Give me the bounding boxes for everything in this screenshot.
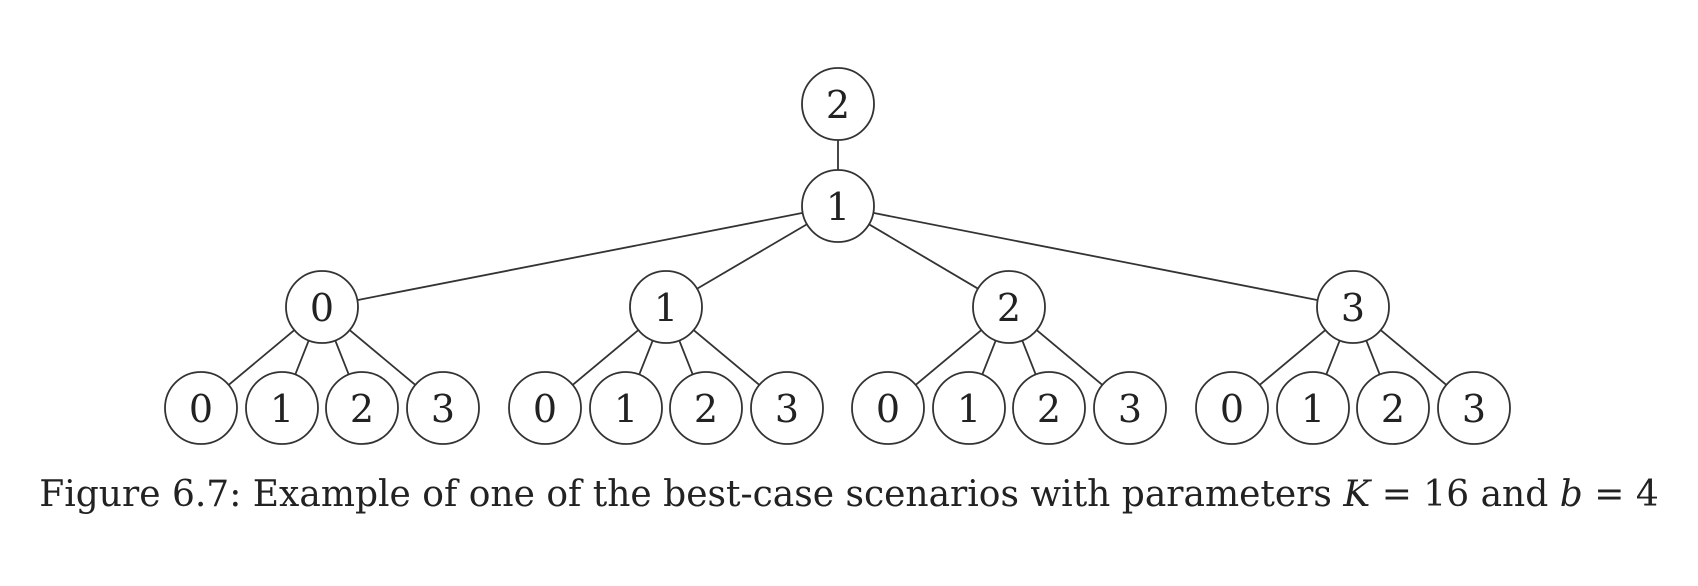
- leaf-node-2-0: 0: [851, 371, 925, 445]
- leaf-node-2-1-label: 1: [957, 387, 981, 431]
- edge-node-1-to-leaf-3: [693, 329, 760, 386]
- edge-node-0-to-leaf-2: [334, 340, 350, 375]
- level2-node-2-circle: [972, 270, 1046, 344]
- edge-node-1-to-leaf-0: [572, 329, 639, 386]
- leaf-node-1-1: 1: [589, 371, 663, 445]
- level2-node-3-label: 3: [1341, 286, 1365, 330]
- tree-nodes: 2 1 0 0 1 2 3 1 0 1 2 3 2 0 1 2 3 3 0 1 2 3: [164, 67, 1511, 445]
- edge-node-2-to-leaf-1: [981, 340, 997, 375]
- root-node-label: 2: [826, 83, 850, 127]
- leaf-node-0-3-label: 3: [431, 387, 455, 431]
- leaf-node-3-3: 3: [1437, 371, 1511, 445]
- leaf-node-3-1: 1: [1276, 371, 1350, 445]
- leaf-node-0-1-label: 1: [270, 387, 294, 431]
- level2-node-0-label: 0: [310, 286, 334, 330]
- edge-node-0-to-leaf-3: [349, 329, 416, 386]
- level2-node-2: 2: [972, 270, 1046, 344]
- leaf-node-2-3-circle: [1093, 371, 1167, 445]
- level2-node-1: 1: [629, 270, 703, 344]
- caption-text: Example of one of the best-case scenario…: [252, 474, 1332, 515]
- edge-node-3-to-leaf-2: [1365, 340, 1381, 375]
- leaf-node-1-3: 3: [750, 371, 824, 445]
- caption-label: Figure 6.7:: [39, 474, 242, 515]
- leaf-node-1-3-label: 3: [775, 387, 799, 431]
- leaf-node-0-2-label: 2: [350, 387, 374, 431]
- leaf-node-3-1-circle: [1276, 371, 1350, 445]
- edge-node-2-to-leaf-0: [915, 329, 982, 386]
- leaf-node-2-1-circle: [932, 371, 1006, 445]
- leaf-node-3-3-circle: [1437, 371, 1511, 445]
- leaf-node-3-0: 0: [1195, 371, 1269, 445]
- level2-node-0: 0: [285, 270, 359, 344]
- root-node-circle: [801, 67, 875, 141]
- leaf-node-1-0: 0: [508, 371, 582, 445]
- leaf-node-3-3-label: 3: [1462, 387, 1486, 431]
- leaf-node-3-0-label: 0: [1220, 387, 1244, 431]
- edge-level1-to-node-2: [868, 223, 979, 290]
- tree-diagram: 2 1 0 0 1 2 3 1 0 1 2 3 2 0 1 2 3 3 0 1 2 3: [164, 67, 1511, 445]
- level1-node: 1: [801, 169, 875, 243]
- leaf-node-2-2-label: 2: [1037, 387, 1061, 431]
- caption-eq-b: = 4: [1594, 474, 1659, 515]
- leaf-node-0-0-label: 0: [189, 387, 213, 431]
- level2-node-2-label: 2: [997, 286, 1021, 330]
- leaf-node-0-1: 1: [245, 371, 319, 445]
- edge-node-0-to-leaf-0: [228, 329, 295, 386]
- leaf-node-1-2-label: 2: [694, 387, 718, 431]
- leaf-node-1-2-circle: [669, 371, 743, 445]
- edge-node-3-to-leaf-1: [1325, 340, 1341, 375]
- edge-node-0-to-leaf-1: [294, 340, 310, 375]
- leaf-node-1-0-label: 0: [533, 387, 557, 431]
- leaf-node-0-0-circle: [164, 371, 238, 445]
- leaf-node-0-1-circle: [245, 371, 319, 445]
- figure-caption: Figure 6.7: Example of one of the best-c…: [0, 474, 1698, 515]
- leaf-node-3-0-circle: [1195, 371, 1269, 445]
- level1-node-label: 1: [826, 185, 850, 229]
- edge-node-2-to-leaf-3: [1036, 329, 1103, 386]
- level2-node-0-circle: [285, 270, 359, 344]
- leaf-node-1-3-circle: [750, 371, 824, 445]
- leaf-node-3-1-label: 1: [1301, 387, 1325, 431]
- leaf-node-0-0: 0: [164, 371, 238, 445]
- caption-var-b: b: [1559, 474, 1583, 515]
- leaf-node-3-2: 2: [1356, 371, 1430, 445]
- level2-node-1-circle: [629, 270, 703, 344]
- leaf-node-1-1-circle: [589, 371, 663, 445]
- caption-var-k: K: [1343, 474, 1371, 515]
- leaf-node-2-2-circle: [1012, 371, 1086, 445]
- edge-level1-to-node-3: [873, 212, 1318, 301]
- edge-level1-to-node-0: [357, 212, 803, 301]
- leaf-node-3-2-label: 2: [1381, 387, 1405, 431]
- leaf-node-2-3-label: 3: [1118, 387, 1142, 431]
- leaf-node-2-1: 1: [932, 371, 1006, 445]
- leaf-node-1-1-label: 1: [614, 387, 638, 431]
- leaf-node-0-2-circle: [325, 371, 399, 445]
- edge-node-1-to-leaf-2: [678, 340, 694, 375]
- edge-node-2-to-leaf-2: [1021, 340, 1037, 375]
- caption-eq-k: = 16: [1381, 474, 1470, 515]
- leaf-node-1-0-circle: [508, 371, 582, 445]
- level2-node-3-circle: [1316, 270, 1390, 344]
- edge-node-3-to-leaf-3: [1380, 329, 1447, 386]
- edge-level1-to-node-1: [696, 223, 808, 290]
- leaf-node-2-0-circle: [851, 371, 925, 445]
- edge-node-3-to-leaf-0: [1259, 329, 1326, 386]
- leaf-node-1-2: 2: [669, 371, 743, 445]
- caption-and: and: [1480, 474, 1549, 515]
- level2-node-1-label: 1: [654, 286, 678, 330]
- level2-node-3: 3: [1316, 270, 1390, 344]
- leaf-node-2-3: 3: [1093, 371, 1167, 445]
- leaf-node-0-3: 3: [406, 371, 480, 445]
- tree-edges: [228, 140, 1447, 386]
- leaf-node-2-2: 2: [1012, 371, 1086, 445]
- root-node: 2: [801, 67, 875, 141]
- leaf-node-3-2-circle: [1356, 371, 1430, 445]
- edge-node-1-to-leaf-1: [638, 340, 654, 375]
- leaf-node-2-0-label: 0: [876, 387, 900, 431]
- leaf-node-0-3-circle: [406, 371, 480, 445]
- leaf-node-0-2: 2: [325, 371, 399, 445]
- level1-node-circle: [801, 169, 875, 243]
